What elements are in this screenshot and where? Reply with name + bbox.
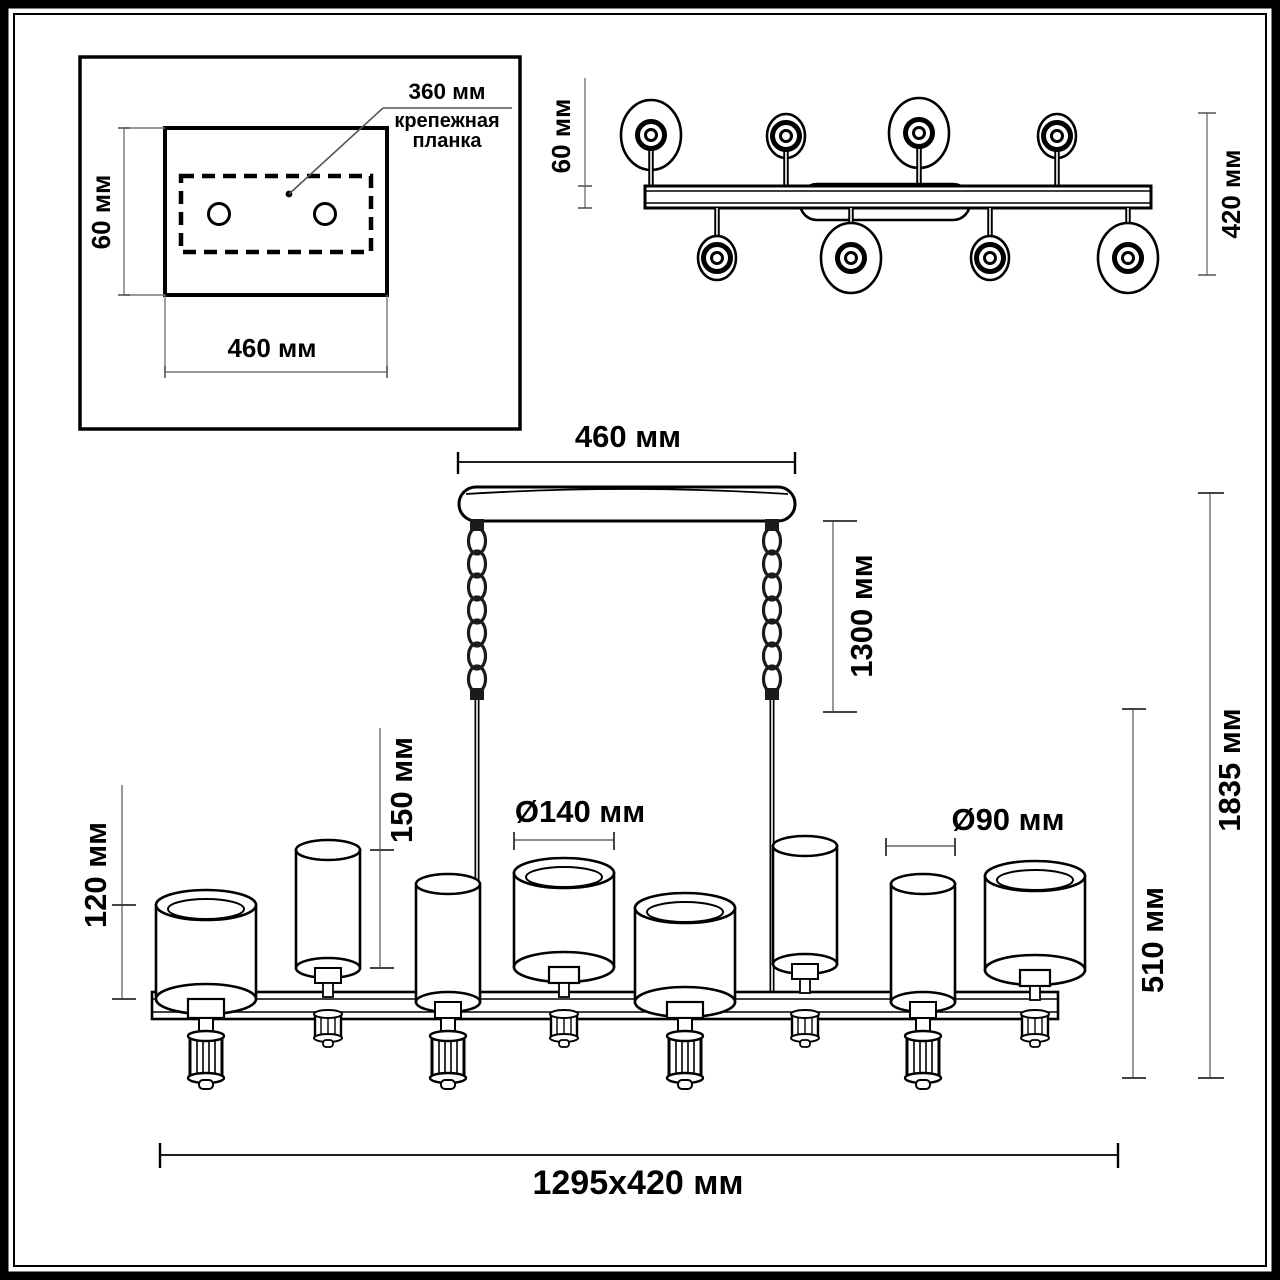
finial-small bbox=[549, 982, 579, 1048]
fixture-height-label: 510 мм bbox=[1135, 887, 1170, 993]
bracket-width-label: 360 мм bbox=[408, 79, 485, 104]
top-view-depth-dimension bbox=[1198, 112, 1216, 276]
overall-size-dimension bbox=[158, 1143, 1120, 1168]
large-shade-height-label: 120 мм bbox=[78, 822, 113, 928]
detail-height-label: 60 мм bbox=[86, 175, 116, 250]
large-shade-diameter-label: Ø140 мм bbox=[515, 794, 645, 829]
total-height-label: 1835 мм bbox=[1212, 708, 1247, 831]
bracket-name-label-line2: планка bbox=[412, 130, 482, 152]
top-view-lamp-upper bbox=[887, 96, 951, 186]
small-shade-diameter-dimension bbox=[885, 838, 956, 856]
front-elevation: 460 мм bbox=[78, 419, 1247, 1202]
lamp-shade-large bbox=[512, 856, 616, 985]
lamp-shade-small bbox=[294, 838, 362, 984]
small-shade-height-label: 150 мм bbox=[384, 737, 419, 843]
top-view-lamp-lower bbox=[819, 208, 883, 295]
top-view-thickness-dimension bbox=[578, 78, 592, 209]
finial-small bbox=[313, 982, 343, 1048]
finial-large bbox=[428, 1017, 468, 1090]
finial-large bbox=[665, 1017, 705, 1090]
lamp-shade-large bbox=[633, 891, 737, 1020]
top-view-lamp-lower bbox=[696, 208, 738, 282]
chain-length-dimension bbox=[823, 520, 857, 713]
mount-hole bbox=[207, 202, 231, 226]
large-shade-height-dimension bbox=[112, 785, 136, 1000]
detail-width-dimension bbox=[164, 295, 388, 378]
small-shade-height-dimension bbox=[370, 728, 394, 969]
top-view: 60 мм 420 мм bbox=[546, 78, 1246, 295]
fixture-height-dimension bbox=[1122, 708, 1146, 1079]
lamp-shade-small bbox=[771, 834, 839, 980]
finial-small bbox=[1020, 985, 1050, 1048]
top-view-lamp-upper bbox=[1036, 112, 1078, 186]
top-view-depth-label: 420 мм bbox=[1216, 149, 1246, 238]
chain-length-label: 1300 мм bbox=[844, 554, 879, 677]
mounting-plate-detail: 360 мм крепежная планка 60 мм 460 мм bbox=[78, 55, 522, 431]
lamp-shade-large bbox=[154, 888, 258, 1020]
large-shade-diameter-dimension bbox=[513, 832, 615, 850]
finial-large bbox=[903, 1017, 943, 1090]
top-view-thickness-label: 60 мм bbox=[546, 99, 576, 174]
lamp-shade-large bbox=[983, 859, 1087, 988]
top-view-lamp-upper bbox=[765, 112, 807, 186]
bracket-name-label-line1: крепежная bbox=[394, 110, 499, 132]
top-view-lamp-lower bbox=[1096, 208, 1160, 295]
lamp-shade-small bbox=[414, 872, 482, 1019]
top-view-lamp-upper bbox=[619, 98, 683, 186]
mount-hole bbox=[313, 202, 337, 226]
canopy-width-dimension bbox=[456, 452, 797, 474]
lamp-shade-small bbox=[889, 872, 957, 1019]
detail-width-label: 460 мм bbox=[227, 333, 316, 363]
ceiling-canopy bbox=[457, 485, 797, 523]
finial-small bbox=[790, 978, 820, 1048]
detail-height-dimension bbox=[118, 127, 165, 296]
bracket-leader bbox=[285, 107, 512, 198]
overall-size-label: 1295x420 мм bbox=[532, 1164, 743, 1202]
canopy-width-label: 460 мм bbox=[575, 419, 681, 454]
top-view-lamp-lower bbox=[969, 208, 1011, 282]
total-height-dimension bbox=[1198, 492, 1224, 1079]
finial-large bbox=[186, 1017, 226, 1090]
small-shade-diameter-label: Ø90 мм bbox=[951, 802, 1064, 837]
